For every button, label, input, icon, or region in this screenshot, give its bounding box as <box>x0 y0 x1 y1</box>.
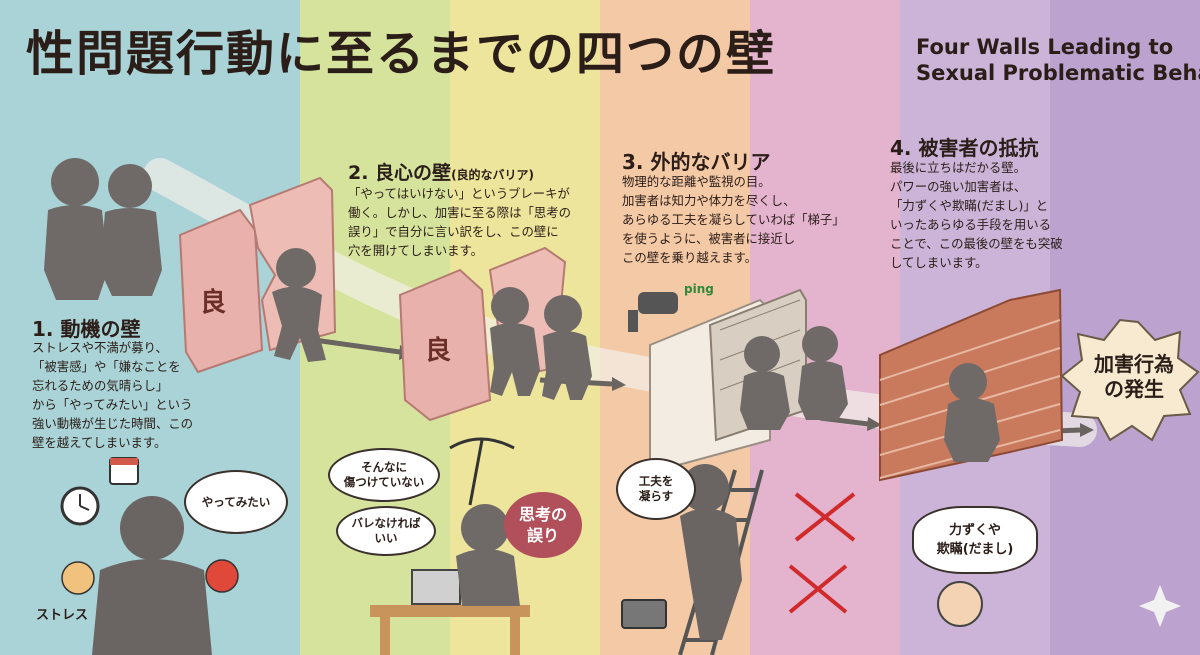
crossed-camera-icon <box>788 492 856 614</box>
wall4-bubble-line: 欺瞞(だまし) <box>936 542 1014 557</box>
wall3-body-line: この壁を乗り越えます。 <box>622 250 758 265</box>
page-title-english: Four Walls Leading to Sexual Problematic… <box>916 34 1200 86</box>
alarm-clock-icon <box>60 486 100 526</box>
wall1-body-line: 忘れるための気晴らし」 <box>32 378 169 393</box>
wall2-body-line: 「やってはいけない」というブレーキが <box>348 186 570 201</box>
person-silhouette-icon <box>944 363 1000 462</box>
wall1-heading: 1. 動機の壁 <box>32 317 141 341</box>
stress-label: ストレス <box>36 608 89 623</box>
wall3-body-line: 物理的な距離や監視の目。 <box>622 174 771 189</box>
wall4-body-line: ことで、この最後の壁をも突破 <box>890 236 1063 251</box>
thinking-error-line: 思考の <box>518 505 567 524</box>
person-silhouette-icon <box>740 326 848 430</box>
wall1-body: ストレスや不満が募り、 「被害感」や「嫌なことを 忘れるための気晴らし」 から「… <box>32 338 193 452</box>
wall3-body-line: 加害者は知力や体力を尽くし、 <box>622 193 796 208</box>
result-line: の発生 <box>1104 377 1164 401</box>
flow-arrow-head <box>867 417 882 431</box>
wall3-bubble-line: 凝らす <box>638 489 674 503</box>
sparkle-icon <box>1139 585 1181 627</box>
wall2-body-line: 働く。しかし、加害に至る際は「思考の <box>348 205 572 220</box>
thinking-error-line: 誤り <box>526 526 559 545</box>
wall3-speech-bubble: 工夫を凝らす <box>616 458 696 520</box>
result-label: 加害行為の発生 <box>1076 352 1192 402</box>
wall2-thought-line: バレなければ <box>351 516 421 530</box>
angry-face-icon <box>61 559 239 595</box>
wall2-thought-line: いい <box>374 531 398 545</box>
wall4-bubble-line: 力ずくや <box>948 523 1001 538</box>
couple-silhouette-icon <box>44 158 162 300</box>
wall1-body-line: から「やってみたい」という <box>32 397 193 412</box>
page-title-english-line: Four Walls Leading to <box>916 35 1174 59</box>
wall4-body-line: いったあらゆる手段を用いる <box>890 217 1052 232</box>
pickaxe-icon <box>449 437 515 506</box>
security-camera-icon <box>628 292 678 332</box>
wall4-heading: 4. 被害者の抵抗 <box>890 136 1039 160</box>
wall2-body-line: 穴を開けてしまいます。 <box>348 243 484 258</box>
page-title: 性問題行動に至るまでの四つの壁 <box>26 26 777 82</box>
wall1-body-line: 強い動機が生じた時間、この <box>32 416 194 431</box>
wall2-heading-sub: (良的なバリア) <box>451 168 535 182</box>
wall2-thought-line: そんなに <box>361 460 407 474</box>
flow-arrow-head <box>1080 423 1094 437</box>
person-silhouette-icon <box>272 248 326 362</box>
wall3-body-line: あらゆる工夫を凝らしていわば「梯子」 <box>622 212 845 227</box>
wall1-speech-bubble: やってみたい <box>184 470 288 534</box>
wall4-body-line: 「力ずくや欺瞞(だまし)」と <box>890 198 1049 213</box>
desk-icon <box>370 605 530 655</box>
wall3-body: 物理的な距離や監視の目。 加害者は知力や体力を尽くし、 あらゆる工夫を凝らしてい… <box>622 172 845 267</box>
wall2-heading: 2. 良心の壁(良的なバリア) <box>348 158 534 185</box>
laptop-icon <box>411 569 461 605</box>
wall4-body: 最後に立ちはだかる壁。 パワーの強い加害者は、 「力ずくや欺瞞(だまし)」と い… <box>890 158 1063 272</box>
wall2-thought-line: 傷つけていない <box>343 475 425 489</box>
toolbox-icon <box>621 599 667 629</box>
wall2-thought-bubble: バレなければいい <box>336 506 436 556</box>
flow-arrow-head <box>612 377 626 391</box>
wall1-body-line: 壁を越えてしまいます。 <box>32 435 167 450</box>
wall2-thought-bubble: そんなに傷つけていない <box>328 448 440 502</box>
camera-ping-label: ping <box>684 282 714 296</box>
person-silhouette-icon <box>490 287 592 400</box>
thinking-error-tag: 思考の誤り <box>504 492 582 558</box>
thinking-person-silhouette-icon <box>456 504 520 606</box>
fist-icon <box>937 581 983 627</box>
page-title-english-line: Sexual Problematic Behavior <box>916 61 1200 85</box>
wall2-body-line: 誤り」で自分に言い訳をし、この壁に <box>348 224 559 239</box>
wall1-char: 良 <box>200 288 227 318</box>
wall4-body-line: 最後に立ちはだかる壁。 <box>890 160 1027 175</box>
wall3-heading: 3. 外的なバリア <box>622 150 771 174</box>
wall3-bubble-line: 工夫を <box>638 474 674 488</box>
result-line: 加害行為 <box>1094 352 1174 376</box>
wall4-body-line: パワーの強い加害者は、 <box>890 179 1027 194</box>
wall2-body: 「やってはいけない」というブレーキが 働く。しかし、加害に至る際は「思考の 誤り… <box>348 184 571 260</box>
wall2-heading-main: 2. 良心の壁 <box>348 162 452 184</box>
wall4-body-line: してしまいます。 <box>890 255 988 270</box>
wall1-body-line: 「被害感」や「嫌なことを <box>32 359 181 374</box>
stressed-person-silhouette-icon <box>92 496 212 655</box>
calendar-icon <box>109 457 139 485</box>
result-burst-icon <box>1060 318 1200 442</box>
wall1-body-line: ストレスや不満が募り、 <box>32 340 168 355</box>
wall3-body-line: を使うように、被害者に接近し <box>622 231 796 246</box>
wall4-speech-bubble: 力ずくや欺瞞(だまし) <box>912 506 1038 574</box>
wall2-char: 良 <box>425 336 452 366</box>
